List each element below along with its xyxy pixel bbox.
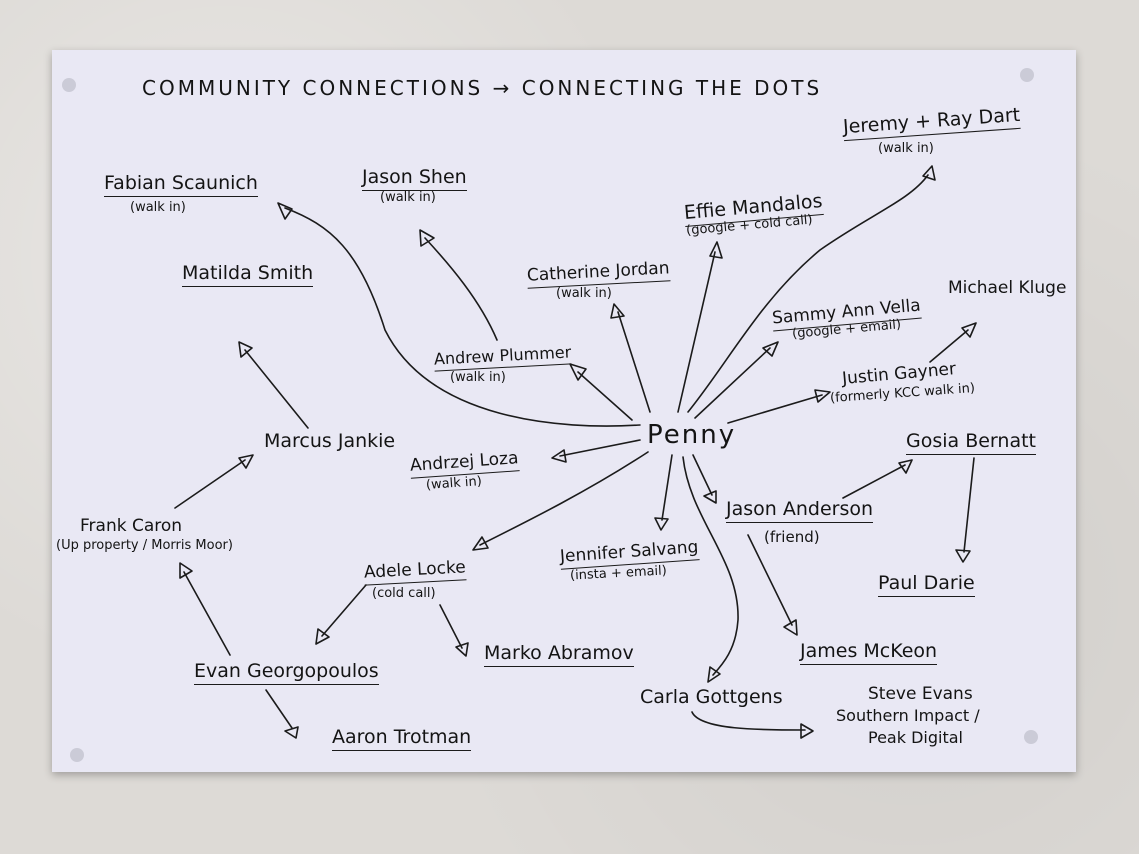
arrow-penny-carla [682,456,739,676]
arrowhead [315,628,330,645]
arrow-penny-jeremy [687,174,929,413]
arrowhead [284,726,299,739]
contact-jasonanderson-name: Jason Anderson [726,498,874,523]
contact-andrew-note: (walk in) [450,370,506,385]
arrow-evan-aaron [265,689,293,729]
contact-jasonanderson-note: (friend) [764,528,820,546]
arrow-penny-effie [677,251,716,413]
arrow-penny-catherine [617,311,651,413]
contact-paul-name: Paul Darie [878,572,975,597]
arrowhead [961,322,977,338]
arrow-jasonanderson-gosia [842,464,906,499]
contact-marcus-name: Marcus Jankie [264,430,396,452]
arrow-adele-marko [439,604,463,649]
contact-aaron-name: Aaron Trotman [332,726,472,751]
contact-matilda-name: Matilda Smith [182,262,314,287]
arrowhead [610,303,625,319]
arrowhead [472,536,489,551]
arrow-penny-fabian [284,207,641,427]
arrowhead [569,363,587,381]
arrow-andrew-jasonshen [424,237,498,341]
arrowhead [707,666,721,683]
arrowhead [419,229,435,247]
pin-mark [1024,730,1038,744]
paper-sheet [52,50,1076,772]
arrowhead [703,490,717,504]
page-title: COMMUNITY CONNECTIONS → CONNECTING THE D… [142,76,823,100]
contact-gosia-name: Gosia Bernatt [906,430,1036,455]
arrowhead [654,517,669,531]
contact-frank-name: Frank Caron [80,516,183,536]
contact-steve-company: Southern Impact / [836,706,980,725]
contact-adele-note: (cold call) [372,586,436,601]
contact-fabian-name: Fabian Scaunich [104,172,258,197]
arrowhead [762,341,779,357]
arrowhead [922,165,936,181]
arrow-evan-frank [183,571,231,656]
arrow-marcus-matilda [244,349,309,429]
arrowhead [898,459,913,474]
arrowhead [238,341,253,358]
contact-steve-company-2: Peak Digital [868,728,963,747]
center-node-penny: Penny [647,420,737,450]
arrowhead [238,454,254,469]
contact-catherine-note: (walk in) [556,286,612,301]
pin-mark [70,748,84,762]
arrow-penny-andrew [577,371,633,421]
arrow-penny-adele [479,451,649,546]
contact-michael-name: Michael Kluge [948,278,1067,298]
pin-mark [62,78,76,92]
arrow-carla-steve [691,711,806,731]
contact-jeremy-note: (walk in) [878,141,934,156]
arrow-justin-michael [929,329,969,363]
arrow-penny-jennifer [661,454,673,521]
contact-fabian-note: (walk in) [130,200,186,215]
arrowhead [551,449,567,463]
arrowhead [455,642,469,657]
contact-carla-name: Carla Gottgens [640,686,783,708]
pin-mark [1020,68,1034,82]
arrowhead [179,562,193,579]
arrow-jasonanderson-james [747,534,793,626]
arrowhead [783,619,798,636]
arrow-penny-jasonanderson [692,454,713,496]
contact-james-name: James McKeon [800,640,938,665]
arrow-penny-andrzej [559,439,641,457]
contact-marko-name: Marko Abramov [484,642,634,667]
contact-evan-name: Evan Georgopoulos [194,660,379,685]
contact-jasonshen-note: (walk in) [380,190,436,205]
contact-jasonshen-name: Jason Shen [362,166,467,191]
arrow-adele-evan [321,584,367,637]
arrow-frank-marcus [174,459,246,509]
arrowhead [955,549,971,563]
arrow-penny-sammy [694,347,771,419]
arrowhead [277,202,293,220]
arrowhead [709,241,723,259]
arrowhead [800,723,814,739]
arrowhead [814,389,831,403]
contact-frank-note: (Up property / Morris Moor) [56,538,233,553]
contact-steve-name: Steve Evans [868,684,973,704]
arrow-penny-justin [727,394,823,424]
arrow-gosia-paul [963,457,975,553]
